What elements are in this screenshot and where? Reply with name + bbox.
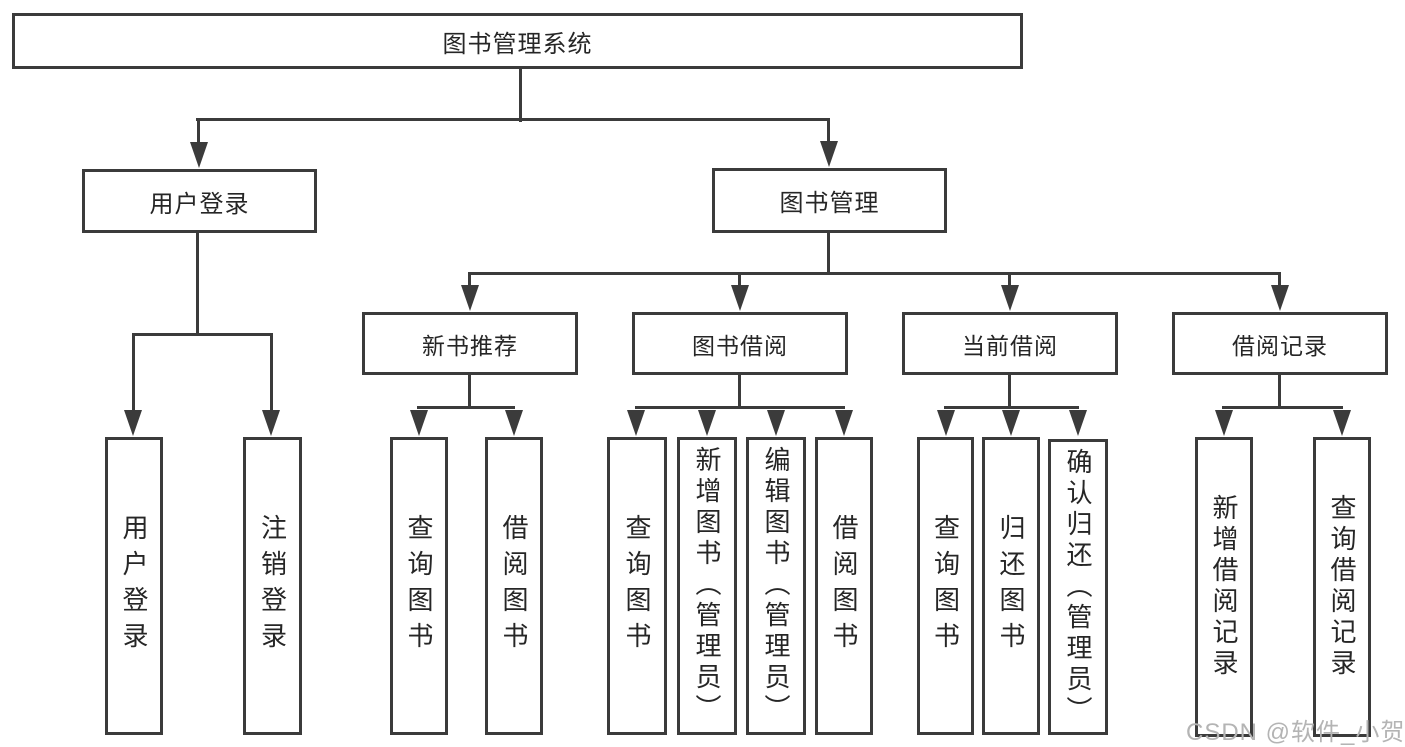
connector-line [635, 406, 845, 409]
node-label: 借阅图书 [499, 514, 529, 658]
connector-arrow-down-icon [698, 410, 716, 436]
connector-line [827, 118, 830, 144]
node-label: 查询借阅记录 [1327, 494, 1357, 680]
leaf-add-book-admin: 新增图书（管理员） [677, 437, 737, 735]
connector-line [738, 272, 741, 287]
node-new-book-recommendation: 新书推荐 [362, 312, 578, 375]
connector-arrow-down-icon [1271, 285, 1289, 311]
node-label: 用户登录 [149, 190, 250, 218]
csdn-watermark: CSDN @软件_小贺同学 [1186, 719, 1405, 746]
node-label: 新增借阅记录 [1209, 494, 1239, 680]
node-label: 当前借阅 [962, 332, 1058, 359]
leaf-query-books-3: 查询图书 [917, 437, 974, 735]
connector-line [196, 233, 199, 336]
connector-line [944, 406, 1079, 409]
leaf-return-book: 归还图书 [982, 437, 1040, 735]
node-label: 用户登录 [119, 514, 149, 658]
node-label: 图书管理 [779, 190, 880, 217]
connector-arrow-down-icon [124, 410, 142, 436]
connector-line [738, 374, 741, 408]
leaf-borrow-books-2: 借阅图书 [815, 437, 873, 735]
connector-line [132, 333, 135, 411]
node-label: 归还图书 [996, 514, 1026, 658]
leaf-confirm-return-admin: 确认归还（管理员） [1048, 439, 1108, 735]
connector-arrow-down-icon [410, 410, 428, 436]
node-label: 图书管理系统 [442, 30, 593, 58]
node-label: 注销登录 [257, 514, 288, 658]
connector-arrow-down-icon [505, 410, 523, 436]
node-label: 查询图书 [622, 514, 652, 658]
node-root: 图书管理系统 [12, 13, 1023, 69]
connector-line [270, 333, 273, 411]
connector-arrow-down-icon [461, 285, 479, 311]
connector-line [196, 118, 830, 121]
connector-line [1278, 272, 1281, 287]
connector-line [197, 118, 200, 145]
node-book-management: 图书管理 [712, 168, 947, 233]
node-label: 查询图书 [930, 514, 961, 658]
connector-arrow-down-icon [1333, 410, 1351, 436]
leaf-edit-book-admin: 编辑图书（管理员） [746, 437, 806, 735]
node-book-borrowing: 图书借阅 [632, 312, 848, 375]
connector-line [1008, 272, 1011, 287]
leaf-logout: 注销登录 [243, 437, 302, 735]
connector-line [132, 333, 273, 336]
node-user-login: 用户登录 [82, 169, 317, 233]
node-borrowing-records: 借阅记录 [1172, 312, 1388, 375]
connector-arrow-down-icon [262, 410, 280, 436]
connector-line [1278, 374, 1281, 408]
node-label: 新增图书（管理员） [692, 446, 722, 725]
leaf-query-books-1: 查询图书 [390, 437, 448, 735]
connector-line [827, 233, 830, 275]
leaf-query-borrow-record: 查询借阅记录 [1313, 437, 1371, 737]
connector-arrow-down-icon [1002, 410, 1020, 436]
leaf-add-borrow-record: 新增借阅记录 [1195, 437, 1253, 737]
node-label: 查询图书 [404, 514, 434, 658]
connector-arrow-down-icon [731, 285, 749, 311]
leaf-borrow-books-1: 借阅图书 [485, 437, 543, 735]
connector-line [1222, 406, 1343, 409]
connector-line [417, 406, 515, 409]
connector-arrow-down-icon [835, 410, 853, 436]
connector-arrow-down-icon [627, 410, 645, 436]
connector-line [468, 272, 471, 287]
node-label: 编辑图书（管理员） [761, 446, 791, 725]
connector-line [468, 272, 1280, 275]
node-label: 新书推荐 [422, 332, 518, 359]
connector-line [468, 374, 471, 408]
leaf-user-login: 用户登录 [105, 437, 163, 735]
connector-arrow-down-icon [1215, 410, 1233, 436]
node-current-borrowing: 当前借阅 [902, 312, 1118, 375]
connector-arrow-down-icon [190, 142, 208, 168]
connector-line [1008, 374, 1011, 408]
connector-arrow-down-icon [820, 141, 838, 167]
node-label: 确认归还（管理员） [1063, 448, 1093, 727]
node-label: 借阅记录 [1232, 332, 1328, 359]
node-label: 借阅图书 [829, 514, 859, 658]
leaf-query-books-2: 查询图书 [607, 437, 667, 735]
connector-line [519, 67, 522, 122]
connector-arrow-down-icon [1069, 410, 1087, 436]
connector-arrow-down-icon [1001, 285, 1019, 311]
connector-arrow-down-icon [937, 410, 955, 436]
connector-arrow-down-icon [767, 410, 785, 436]
node-label: 图书借阅 [692, 332, 788, 359]
